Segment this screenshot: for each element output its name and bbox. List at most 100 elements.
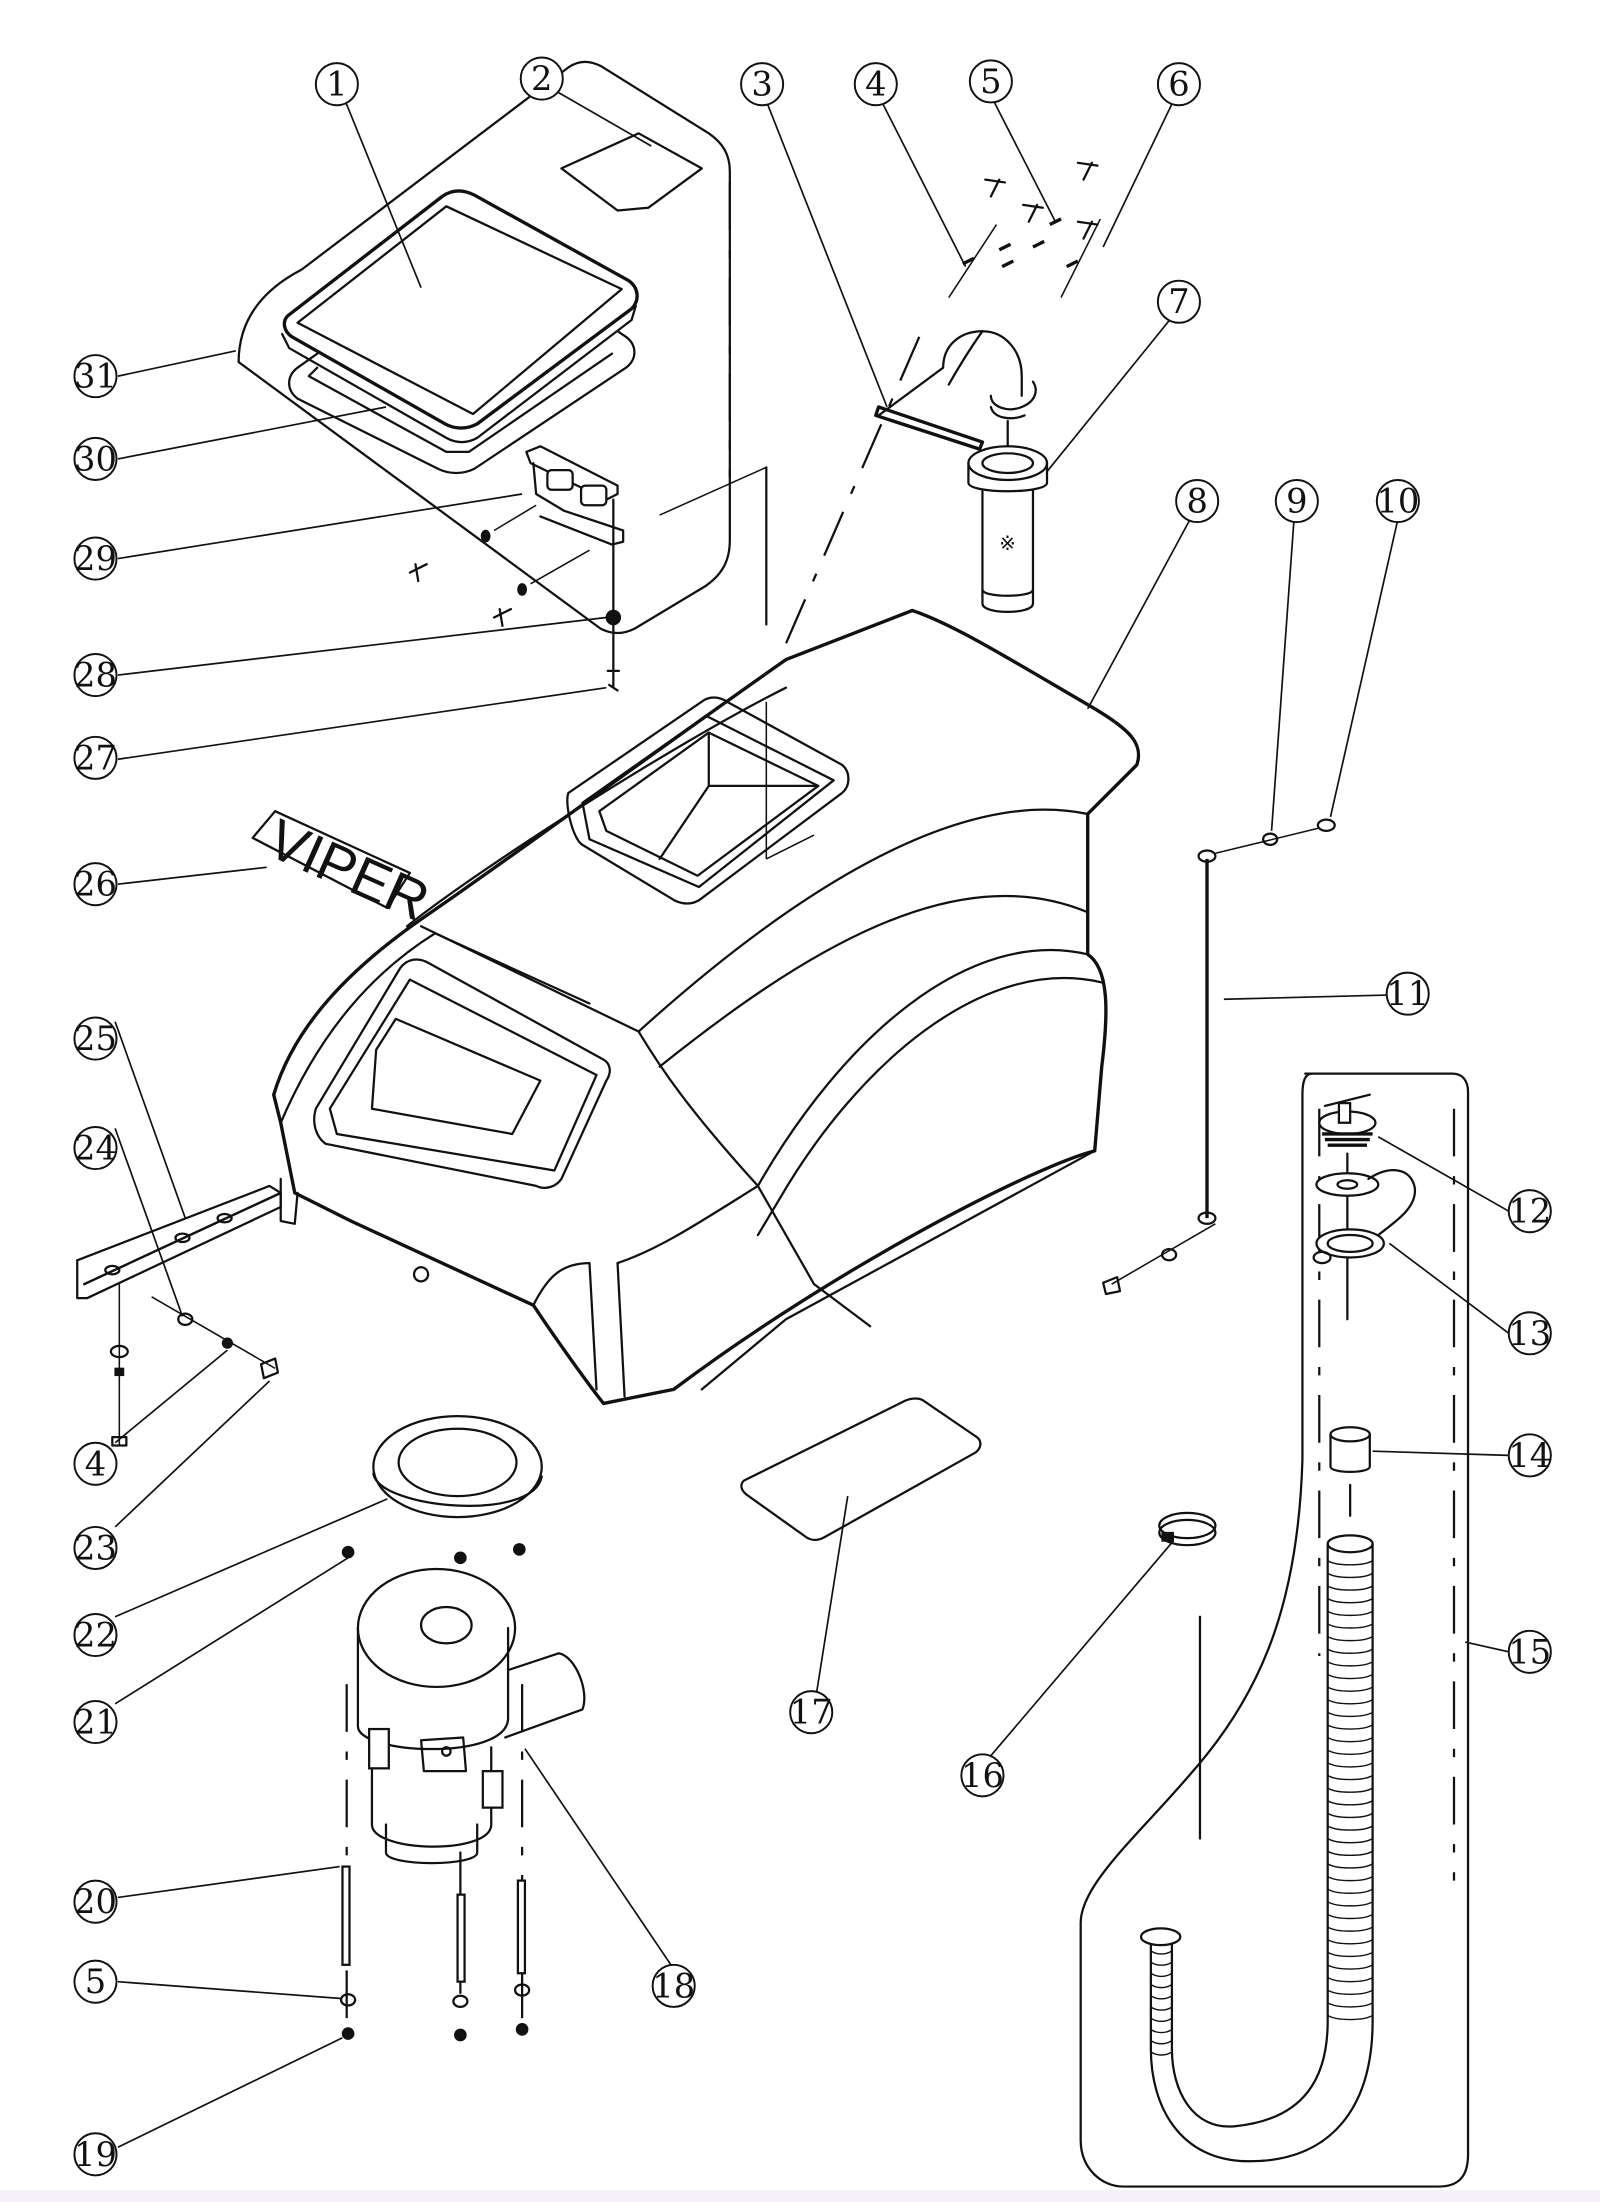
callout-5-label: 5 (980, 62, 1001, 101)
elbow-axis (777, 336, 921, 661)
callout-10: 10 (1375, 478, 1420, 524)
hose-rib (1327, 1736, 1373, 1743)
callout-27-label: 27 (74, 738, 117, 777)
callout-20: 20 (73, 1879, 118, 1924)
callout-23: 23 (73, 1525, 118, 1571)
hose-rib (1150, 2028, 1173, 2034)
callout-8: 8 (1175, 478, 1220, 524)
callout-11-label: 11 (1386, 974, 1429, 1013)
callout-30-label: 30 (74, 439, 117, 478)
hose-rib (1327, 1799, 1373, 1806)
callout-24-label: 24 (74, 1129, 117, 1168)
hose-rib (1327, 1901, 1373, 1907)
callout-11: 11 (1385, 971, 1430, 1016)
callout-24: 24 (73, 1125, 118, 1171)
motor-studs (341, 1865, 527, 1983)
label-decal-bottom (740, 1397, 982, 1542)
center-line-3 (659, 466, 767, 516)
callout-2: 2 (519, 56, 564, 101)
hose-rib (1327, 1812, 1373, 1819)
callout-1-label: 1 (326, 65, 347, 104)
hose-rib (1327, 1635, 1373, 1642)
hose-rib (1150, 2040, 1173, 2045)
callout-19: 19 (73, 2132, 118, 2177)
callout-4b-label: 4 (85, 1444, 106, 1483)
callout-13-label: 13 (1508, 1314, 1551, 1353)
callout-9: 9 (1274, 478, 1319, 524)
lid (281, 189, 639, 444)
gasket-strip (874, 405, 985, 451)
hose-rib (1327, 1825, 1373, 1831)
svg-text:※: ※ (999, 532, 1015, 555)
hose-rib (1327, 1724, 1373, 1730)
drain-hose (1139, 1534, 1374, 2163)
callout-5b: 5 (73, 1959, 118, 2004)
callout-5: 5 (968, 59, 1013, 104)
callout-31: 31 (73, 354, 118, 399)
viper-decal: VIPER (251, 807, 439, 933)
callout-15: 15 (1507, 1629, 1552, 1674)
motor-nuts-top (341, 1543, 526, 1565)
strap (1312, 1169, 1416, 1265)
label-decal-top (560, 132, 703, 212)
callout-14: 14 (1507, 1433, 1552, 1478)
callout-31-label: 31 (74, 357, 117, 396)
hose-rib (1150, 1950, 1173, 1955)
callout-10-label: 10 (1376, 482, 1419, 521)
callout-7: 7 (1156, 279, 1201, 324)
hose-rib (1150, 1972, 1173, 1978)
inlet-elbow (877, 330, 1037, 420)
callout-6: 6 (1156, 62, 1201, 107)
callout-4-label: 4 (865, 65, 886, 104)
callout-25-label: 25 (74, 1019, 117, 1058)
hose-rib (1327, 1698, 1373, 1705)
callout-7-label: 7 (1168, 282, 1189, 321)
hose-rib (1327, 1774, 1373, 1781)
callout-29: 29 (73, 536, 118, 581)
callout-13: 13 (1507, 1311, 1552, 1356)
hose-rib (1150, 2006, 1173, 2011)
lid-gasket (288, 330, 636, 475)
callout-21: 21 (73, 1699, 118, 1745)
filter: ※ (967, 445, 1049, 613)
callout-15-label: 15 (1508, 1632, 1551, 1671)
hose-rib (1327, 1749, 1373, 1756)
callout-18: 18 (651, 1963, 696, 2008)
callout-28: 28 (73, 653, 118, 698)
hose-rib (1327, 1585, 1373, 1591)
hose-rib (1327, 1661, 1373, 1667)
callout-22-label: 22 (74, 1616, 117, 1655)
vacuum-motor (356, 1567, 586, 1865)
hose-rib (1327, 2014, 1373, 2021)
callout-16-label: 16 (961, 1756, 1004, 1795)
adapter (1329, 1426, 1371, 1473)
screw-27 (606, 669, 621, 692)
callout-6-label: 6 (1168, 65, 1189, 104)
rod-assembly (1102, 818, 1336, 1296)
callout-21-label: 21 (74, 1703, 117, 1742)
callout-20-label: 20 (74, 1882, 117, 1921)
nut-28 (605, 609, 622, 626)
hose-rib (1327, 1926, 1373, 1932)
callout-17: 17 (789, 1690, 834, 1735)
hose-rib (1327, 1888, 1373, 1894)
callout-12-label: 12 (1508, 1192, 1551, 1231)
hose-rib (1327, 1787, 1373, 1793)
callout-23-label: 23 (74, 1528, 117, 1567)
callout-26: 26 (73, 862, 118, 907)
callout-9-label: 9 (1286, 482, 1307, 521)
bracket (76, 1184, 282, 1300)
callout-19-label: 19 (74, 2135, 117, 2174)
hose-rib (1150, 2017, 1173, 2023)
callout-12: 12 (1507, 1189, 1552, 1234)
hose-rib (1150, 1961, 1173, 1966)
hose-rib (1327, 1989, 1373, 1995)
callout-17-label: 17 (790, 1693, 833, 1732)
hose-rib (1150, 2051, 1173, 2056)
hose-rib (1327, 1850, 1373, 1857)
motor-washers-nuts (339, 1983, 531, 2042)
callout-29-label: 29 (74, 539, 117, 578)
callout-26-label: 26 (74, 865, 117, 904)
hose-rib (1327, 1964, 1373, 1970)
